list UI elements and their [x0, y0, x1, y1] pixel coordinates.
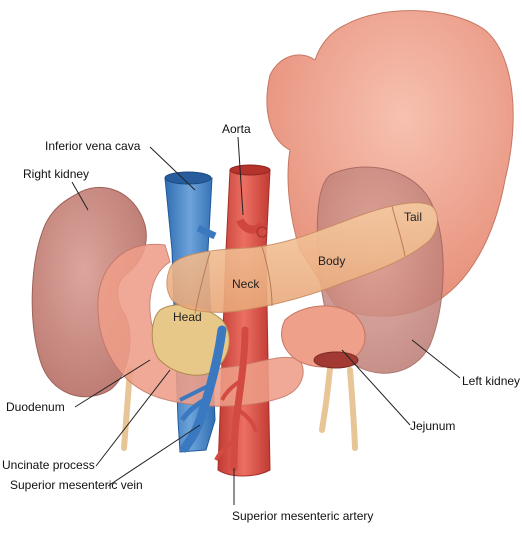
smv-branch-1 — [180, 397, 207, 422]
right-ureter — [121, 367, 133, 451]
pancreas-body-line — [261, 246, 273, 307]
sma-branch-3 — [214, 438, 238, 461]
pancreas-head-label: Head — [173, 310, 202, 324]
pancreas-tail-label: Tail — [404, 210, 423, 224]
sma-branch-2 — [236, 408, 258, 433]
pancreas-shape — [166, 202, 438, 313]
pancreas-tail-line — [391, 205, 406, 257]
duodenum-shape — [97, 243, 304, 407]
aorta-shape — [217, 169, 271, 477]
left-kidney-label: Left kidney — [462, 374, 521, 388]
celiac-trunk — [236, 218, 266, 234]
superior-mesenteric-artery-label: Superior mesenteric artery — [232, 509, 374, 523]
sma-branch-1 — [220, 378, 244, 401]
uncinate-process-label: Uncinate process — [2, 458, 95, 472]
superior-mesenteric-vein-label: Superior mesenteric vein — [10, 478, 143, 492]
leader-lines — [71, 136, 461, 505]
duodenum-label: Duodenum — [6, 400, 65, 414]
smv-branch-2 — [179, 383, 211, 402]
left-ureter — [347, 367, 358, 451]
celiac-stub — [256, 226, 268, 238]
superior-mesenteric-vein-shape — [180, 325, 227, 453]
superior-mesenteric-artery-shape — [230, 326, 249, 472]
pancreas-neck-label: Neck — [232, 277, 260, 291]
pancreas-body-label: Body — [318, 254, 346, 268]
inferior-vena-cava-label: Inferior vena cava — [45, 139, 141, 153]
right-kidney-label: Right kidney — [23, 167, 90, 181]
splenic-vein-stub — [196, 224, 217, 240]
pancreas-neck-line — [194, 251, 211, 315]
jejunum-label: Jejunum — [410, 419, 456, 433]
left-ureter-2 — [319, 365, 333, 433]
ivc-top-opening — [164, 171, 212, 185]
aorta-top-opening — [229, 164, 271, 176]
aorta-label: Aorta — [222, 122, 251, 136]
